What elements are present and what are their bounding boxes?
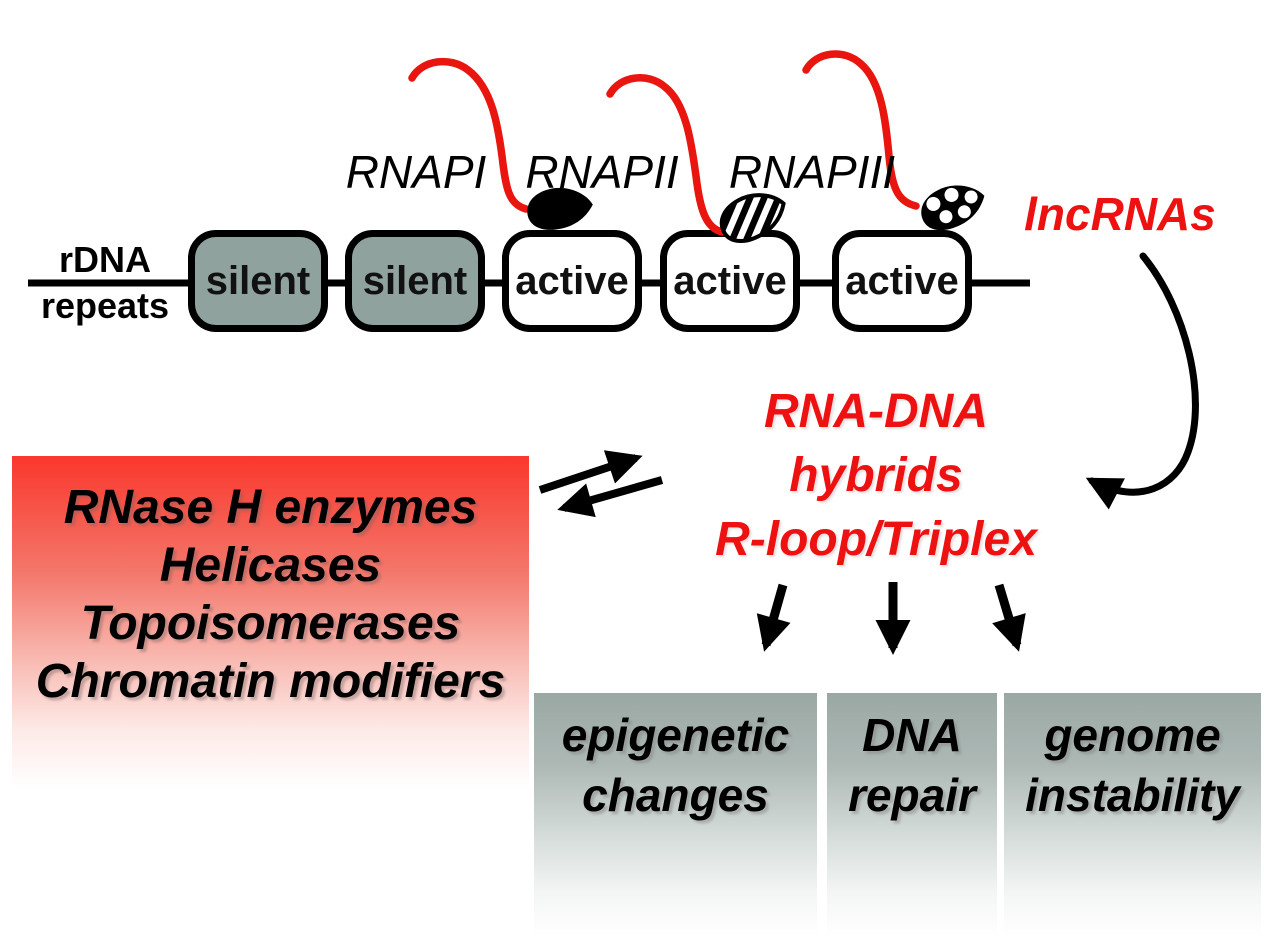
rnapi-label: RNAPI [345,146,487,198]
outcome-box-dna-repair: DNA repair [827,693,997,938]
rnapiii-polymerase-icon [915,176,991,237]
lncrna-feedback-arrow [1085,252,1199,510]
outcome-line: repair [848,769,976,821]
outcome-box-genome-instability: genome instability [1004,693,1261,938]
repeat-state-label: active [673,258,787,303]
outcome-line: genome [1044,709,1221,761]
regulators-panel: RNase H enzymes Helicases Topoisomerases… [12,456,529,790]
rdna-repeat-box-5: active [832,230,972,332]
dna-track-label: rDNA repeats [30,240,180,326]
down-arrow-epigenetic-changes [756,583,791,652]
hybrids-line3: R-loop/Triplex [715,513,1037,566]
hybrids-line2: hybrids [789,449,963,502]
outcome-line: DNA [862,709,962,761]
dna-track-label-line1: rDNA [58,239,151,280]
regulator-item: Chromatin modifiers [35,655,506,708]
regulator-item: Helicases [159,539,382,592]
regulator-item: RNase H enzymes [63,481,478,534]
outcome-line: changes [582,769,769,821]
rdna-repeat-box-3: active [502,230,642,332]
rnapiii-label: RNAPIII [728,146,896,198]
dna-track-label-line2: repeats [40,285,170,326]
rnapii-label: RNAPII [525,146,679,198]
rna-dna-hybrids-label: RNA-DNA hybrids R-loop/Triplex [715,380,1037,572]
hybrids-line1: RNA-DNA [764,385,988,438]
repeat-state-label: active [515,258,629,303]
regulator-item: Topoisomerases [80,597,461,650]
rdna-repeat-box-1: silent [188,230,328,332]
outcome-line: instability [1025,769,1240,821]
repeat-state-label: active [845,258,959,303]
lncrnas-label: lncRNAs [1024,188,1216,240]
outcome-box-epigenetic-changes: epigenetic changes [534,693,817,938]
repeat-state-label: silent [362,258,468,303]
down-arrow-genome-instability [992,583,1026,652]
rdna-repeat-box-4: active [660,230,800,332]
rdna-repeat-box-2: silent [345,230,485,332]
hybrids-to-regulators-arrow [557,476,664,518]
regulators-to-hybrids-arrow [538,450,643,494]
outcome-line: epigenetic [561,709,790,761]
repeat-state-label: silent [205,258,311,303]
